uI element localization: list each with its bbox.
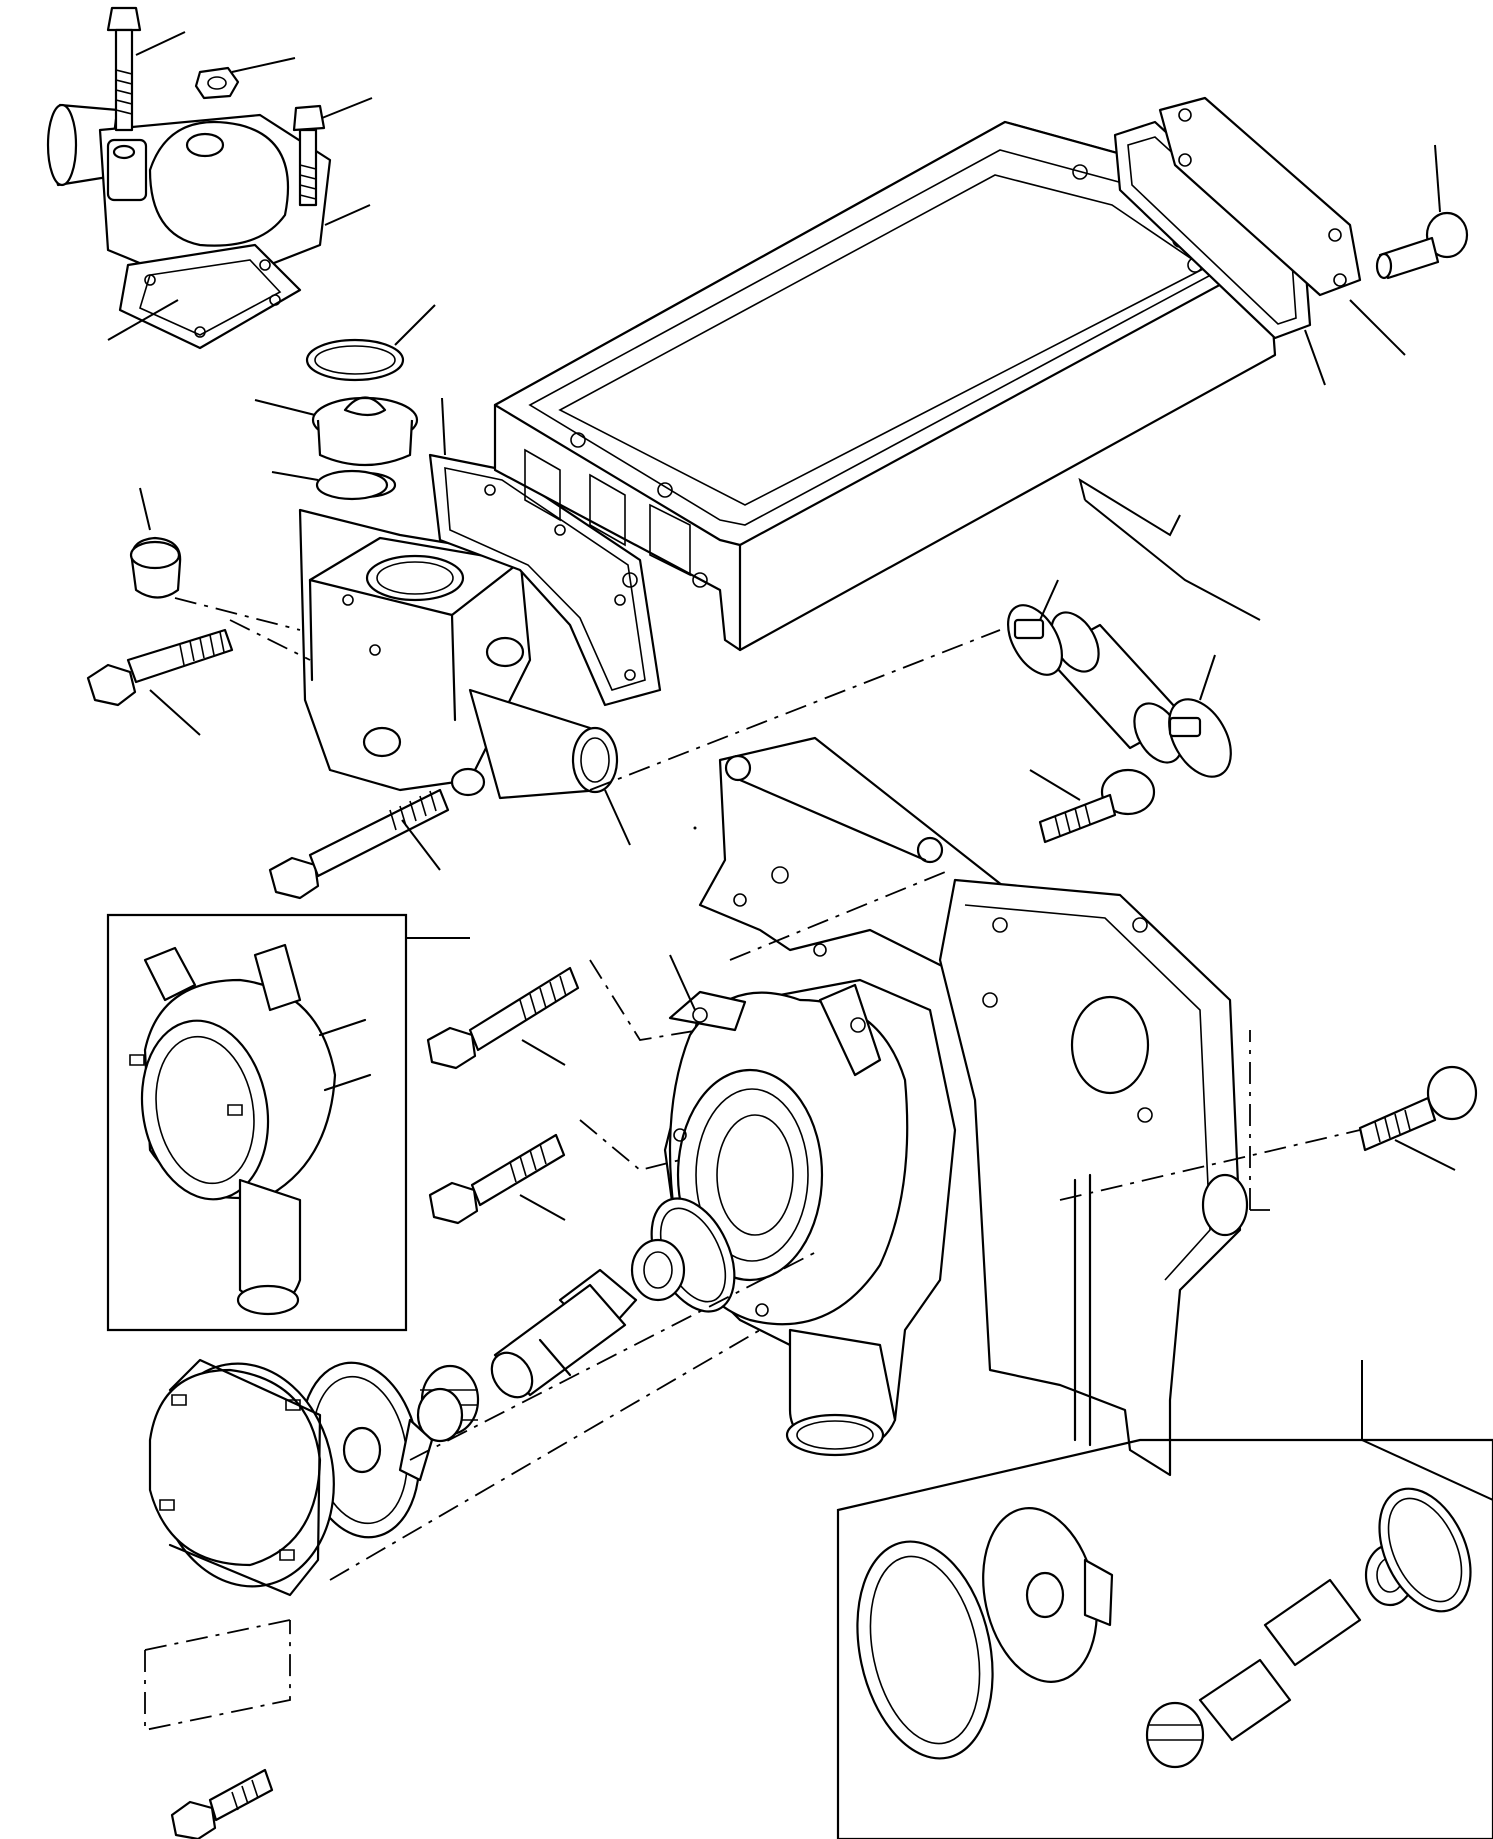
inset-alternative-pump <box>108 915 470 1330</box>
hose-clamp-lower <box>1156 655 1243 787</box>
alignment-line <box>145 1620 290 1730</box>
thermostat-o-ring <box>272 471 387 499</box>
pump-seal <box>632 1240 684 1300</box>
alignment-line <box>175 598 310 660</box>
alignment-line <box>580 960 700 1170</box>
cover-bolt-long <box>108 8 140 130</box>
snap-ring <box>307 305 435 380</box>
pump-bolt-upper <box>428 968 578 1068</box>
timing-case <box>940 880 1247 1475</box>
scan-dot <box>693 826 697 830</box>
alignment-line <box>590 630 1360 1210</box>
alignment-line <box>330 1250 820 1580</box>
leader-line <box>670 955 695 1010</box>
leader-line <box>1080 480 1260 620</box>
bypass-hose <box>1042 604 1192 770</box>
manifold-end-gasket <box>1115 122 1325 385</box>
pump-cover-bolt <box>172 1770 272 1839</box>
inset-pump-kit <box>838 1360 1493 1839</box>
thermostat-housing <box>300 510 630 845</box>
manifold-end-cover <box>1160 98 1405 355</box>
plate-bolt <box>1030 770 1154 842</box>
cover-nut <box>196 68 238 98</box>
plug <box>131 488 180 598</box>
pump-bolt-lower <box>430 1135 565 1223</box>
hose-clamp-upper <box>997 580 1073 684</box>
case-bolt <box>1360 1067 1476 1170</box>
thermostat-cover-assembly <box>48 105 330 348</box>
pump-shaft-bearing <box>483 1270 636 1405</box>
housing-bolt-lower <box>270 790 448 898</box>
pump-mechanical-seal <box>418 1366 478 1441</box>
water-pump-body <box>665 980 955 1455</box>
leader-line <box>108 32 372 340</box>
cover-bolt-short <box>294 106 324 205</box>
housing-bolt-upper <box>88 630 232 735</box>
cover-screw <box>1377 145 1467 278</box>
pump-back-cover <box>139 1349 351 1600</box>
